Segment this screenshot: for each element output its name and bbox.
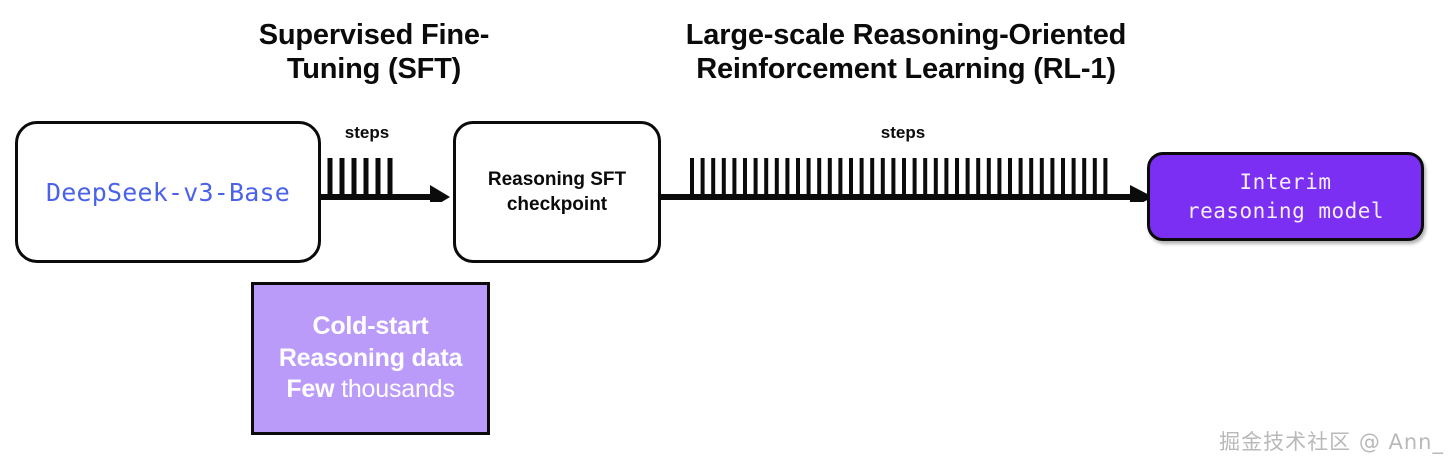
- node-interim-reasoning-model: Interim reasoning model: [1147, 152, 1424, 241]
- watermark: 掘金技术社区 @ Ann_: [1219, 430, 1444, 454]
- rl-step-ticks: [690, 158, 1108, 198]
- node-deepseek-v3-base: DeepSeek-v3-Base: [15, 121, 321, 263]
- section-title-rl: Large-scale Reasoning-Oriented Reinforce…: [685, 19, 1127, 86]
- sft-step-ticks: [327, 158, 393, 198]
- cold-start-line-3-strong: Few: [286, 375, 335, 404]
- section-title-sft: Supervised Fine- Tuning (SFT): [258, 19, 490, 86]
- rl-steps-label: steps: [880, 123, 926, 142]
- node-interim-reasoning-model-label: Interim reasoning model: [1186, 170, 1385, 223]
- node-cold-start-data: Cold-start Reasoning data Few thousands: [251, 282, 490, 435]
- node-reasoning-sft-checkpoint: Reasoning SFT checkpoint: [453, 121, 661, 263]
- cold-start-line-1: Cold-start: [312, 311, 429, 340]
- cold-start-line-2: Reasoning data: [278, 343, 463, 372]
- node-reasoning-sft-checkpoint-label: Reasoning SFT checkpoint: [487, 168, 627, 215]
- sft-steps-label: steps: [344, 123, 390, 142]
- cold-start-line-3-soft: thousands: [341, 375, 455, 404]
- node-deepseek-v3-base-label: DeepSeek-v3-Base: [45, 177, 291, 207]
- arrow-sft-steps: [318, 158, 450, 202]
- arrow-rl-steps: [658, 158, 1153, 202]
- cold-start-line-3: Few thousands: [286, 374, 455, 406]
